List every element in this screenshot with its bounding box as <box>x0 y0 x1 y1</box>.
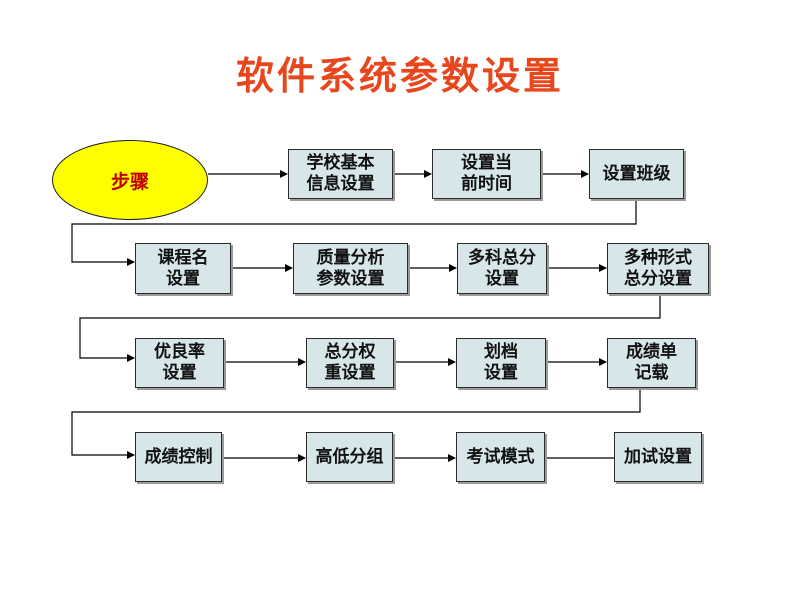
step-extra-test: 加试设置 <box>614 432 702 482</box>
start-node: 步骤 <box>52 140 208 220</box>
step-label-line1: 课程名 <box>157 247 209 268</box>
step-quality-analysis: 质量分析 参数设置 <box>293 243 408 294</box>
step-label-line1: 划档 <box>484 342 518 362</box>
step-total-weight: 总分权 重设置 <box>306 338 394 388</box>
step-multi-subject-total: 多科总分 设置 <box>457 243 547 294</box>
step-label-line1: 多种形式 <box>624 247 692 268</box>
step-label-line2: 设置 <box>166 268 200 289</box>
step-label-line2: 参数设置 <box>316 268 385 289</box>
step-high-low-grouping: 高低分组 <box>306 432 393 482</box>
step-label-line2: 设置 <box>485 268 519 289</box>
step-report-record: 成绩单 记载 <box>607 338 696 388</box>
step-label-line1: 学校基本 <box>306 153 375 173</box>
step-label-line2: 记载 <box>634 363 669 383</box>
step-label-line1: 多科总分 <box>468 247 536 268</box>
arrow-wrap-row2-to-row3 <box>79 294 661 362</box>
step-label-line1: 设置当 <box>461 153 512 173</box>
step-label-line1: 质量分析 <box>316 247 385 268</box>
step-label-line2: 总分设置 <box>624 268 692 289</box>
step-label-line1: 高低分组 <box>315 446 384 467</box>
step-label-line2: 前时间 <box>461 174 512 194</box>
step-label-line2: 信息设置 <box>306 174 375 194</box>
step-label-line1: 考试模式 <box>466 446 535 467</box>
step-excellent-rate: 优良率 设置 <box>135 338 224 388</box>
step-grading-bands: 划档 设置 <box>456 338 546 388</box>
arrow-wrap-row1-to-row2 <box>71 199 637 266</box>
step-label-line1: 加试设置 <box>624 446 692 467</box>
step-exam-mode: 考试模式 <box>456 432 545 482</box>
step-school-info: 学校基本 信息设置 <box>288 149 393 199</box>
step-label-line1: 设置班级 <box>602 163 671 184</box>
step-label-line1: 成绩控制 <box>144 446 213 467</box>
step-label-line1: 优良率 <box>154 342 205 362</box>
page-title: 软件系统参数设置 <box>235 53 564 98</box>
step-label-line2: 设置 <box>162 363 197 383</box>
step-score-control: 成绩控制 <box>135 432 222 482</box>
step-class-setup: 设置班级 <box>589 149 684 199</box>
step-label-line2: 设置 <box>484 363 518 383</box>
step-label-line2: 重设置 <box>324 363 376 383</box>
step-course-name: 课程名 设置 <box>135 243 231 294</box>
step-label-line1: 总分权 <box>324 342 376 362</box>
step-label-line1: 成绩单 <box>626 342 677 362</box>
step-current-time: 设置当 前时间 <box>432 149 541 199</box>
step-multi-form-total: 多种形式 总分设置 <box>607 243 709 294</box>
arrow-wrap-row3-to-row4 <box>71 388 641 459</box>
start-node-label: 步骤 <box>110 170 149 193</box>
